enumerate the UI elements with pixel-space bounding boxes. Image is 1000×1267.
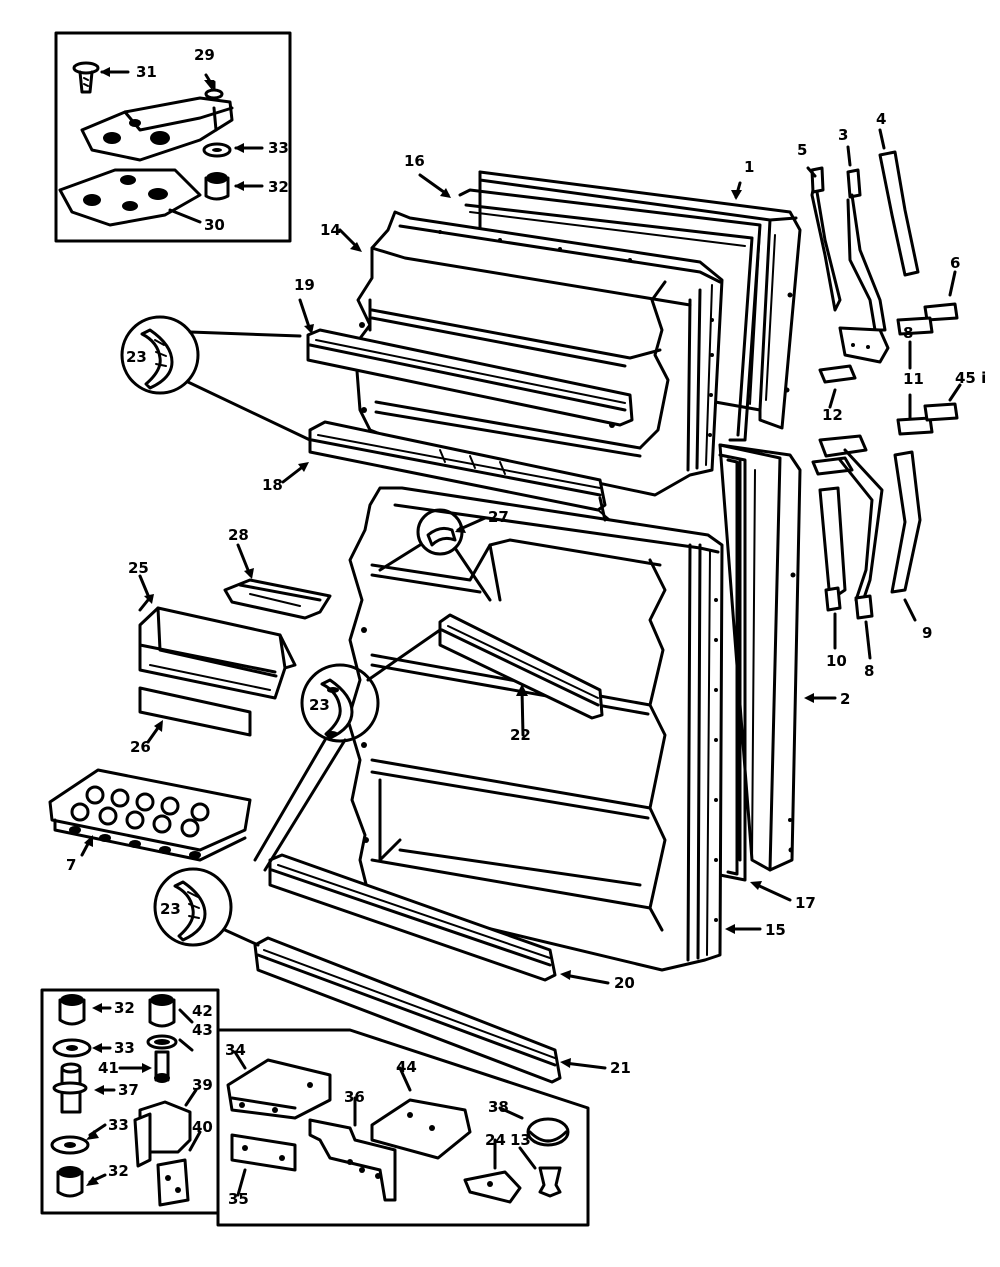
detail-magnifier-23-mid: [253, 628, 442, 872]
top-hinge-inset: [54, 31, 292, 243]
fresh-food-gasket-17: [718, 453, 747, 882]
callout-21: 21: [610, 1059, 631, 1077]
detail-magnifier-27: [378, 508, 492, 602]
callout-33-inset-bottom: 33: [108, 1116, 129, 1134]
butter-door-strip-26: [138, 686, 252, 737]
callout-18: 18: [262, 476, 283, 494]
callout-labels: 1 2 3 4 5 6 7 8 9 10 11 12 13 14 15 16 1…: [66, 46, 986, 1208]
callout-32-top: 32: [268, 178, 289, 196]
callout-23-bottom: 23: [160, 900, 181, 918]
leader-lines: [80, 128, 962, 1197]
callout-33-top: 33: [268, 139, 289, 157]
callout-32-inset-top: 32: [114, 999, 135, 1017]
callout-8: 8: [864, 662, 874, 680]
callout-33-inset-top: 33: [114, 1039, 135, 1057]
callout-2: 2: [840, 690, 850, 708]
callout-27: 27: [488, 508, 509, 526]
end-cap-11: [896, 316, 934, 436]
callout-28: 28: [228, 526, 249, 544]
door-shelf-rail-22: [438, 613, 604, 720]
hinge-plate-29: [80, 73, 234, 162]
end-cap-45: [923, 402, 959, 422]
washer-33: [202, 142, 264, 158]
callout-17: 17: [795, 894, 816, 912]
hinge-shim-30: [58, 168, 202, 227]
callout-1: 1: [744, 158, 754, 176]
door-shelf-rail-20: [268, 853, 557, 982]
fresh-food-door-liner-15: [346, 486, 724, 972]
callout-35: 35: [228, 1190, 249, 1208]
callout-15: 15: [765, 921, 786, 939]
callout-31: 31: [136, 63, 157, 81]
handle-8: [818, 434, 884, 620]
handle-10: [818, 486, 847, 612]
callout-25: 25: [128, 559, 149, 577]
freezer-door-liner-14: [353, 210, 724, 497]
callout-14: 14: [320, 221, 341, 239]
callout-34: 34: [225, 1041, 246, 1059]
callout-3: 3: [838, 126, 848, 144]
freezer-shelf-rail-19: [306, 328, 634, 427]
butter-door-28: [223, 578, 332, 620]
door-shelf-rail-21: [253, 936, 562, 1084]
callout-44: 44: [396, 1058, 417, 1076]
callout-19: 19: [294, 276, 315, 294]
callout-29: 29: [194, 46, 215, 64]
callout-6: 6: [950, 254, 960, 272]
freezer-shelf-rail-18: [308, 420, 607, 512]
butter-compartment-25: [138, 598, 297, 700]
handle-trim-9: [890, 450, 922, 594]
callout-30: 30: [204, 216, 225, 234]
freezer-gasket-16: [458, 188, 762, 442]
callout-45: 45 i: [955, 369, 986, 387]
callout-39: 39: [192, 1076, 213, 1094]
bushing-32: [204, 172, 264, 201]
screw-31: [72, 61, 130, 94]
egg-tray-7: [48, 768, 252, 862]
callout-11: 11: [903, 370, 924, 388]
callout-40: 40: [192, 1118, 213, 1136]
callout-24: 24: [485, 1131, 506, 1149]
callout-5: 5: [797, 141, 807, 159]
callout-12: 12: [822, 406, 843, 424]
callout-10: 10: [826, 652, 847, 670]
callout-23-top: 23: [126, 348, 147, 366]
callout-13: 13: [510, 1131, 531, 1149]
callout-42: 42: [192, 1002, 213, 1020]
callout-7: 7: [66, 856, 76, 874]
callout-37: 37: [118, 1081, 139, 1099]
callout-20: 20: [614, 974, 635, 992]
callout-43: 43: [192, 1021, 213, 1039]
callout-8-b: 8: [903, 324, 913, 342]
callout-26: 26: [130, 738, 151, 756]
callout-4: 4: [876, 110, 886, 128]
callout-22: 22: [510, 726, 531, 744]
detail-magnifier-23-bottom: [153, 867, 260, 947]
detail-magnifier-23-top: [120, 315, 312, 442]
callout-23-mid: 23: [309, 696, 330, 714]
callout-36: 36: [344, 1088, 365, 1106]
handle-3: [838, 168, 890, 364]
callout-9: 9: [922, 624, 932, 642]
handle-5: [810, 166, 842, 312]
end-cap-6: [923, 302, 959, 322]
fresh-food-door-outer-panel: [718, 443, 802, 872]
callout-38: 38: [488, 1098, 509, 1116]
handle-trim-4: [878, 150, 920, 277]
callout-16: 16: [404, 152, 425, 170]
bottom-hinge-inset: [40, 988, 590, 1227]
callout-41: 41: [98, 1059, 119, 1077]
callout-32-inset-bottom: 32: [108, 1162, 129, 1180]
